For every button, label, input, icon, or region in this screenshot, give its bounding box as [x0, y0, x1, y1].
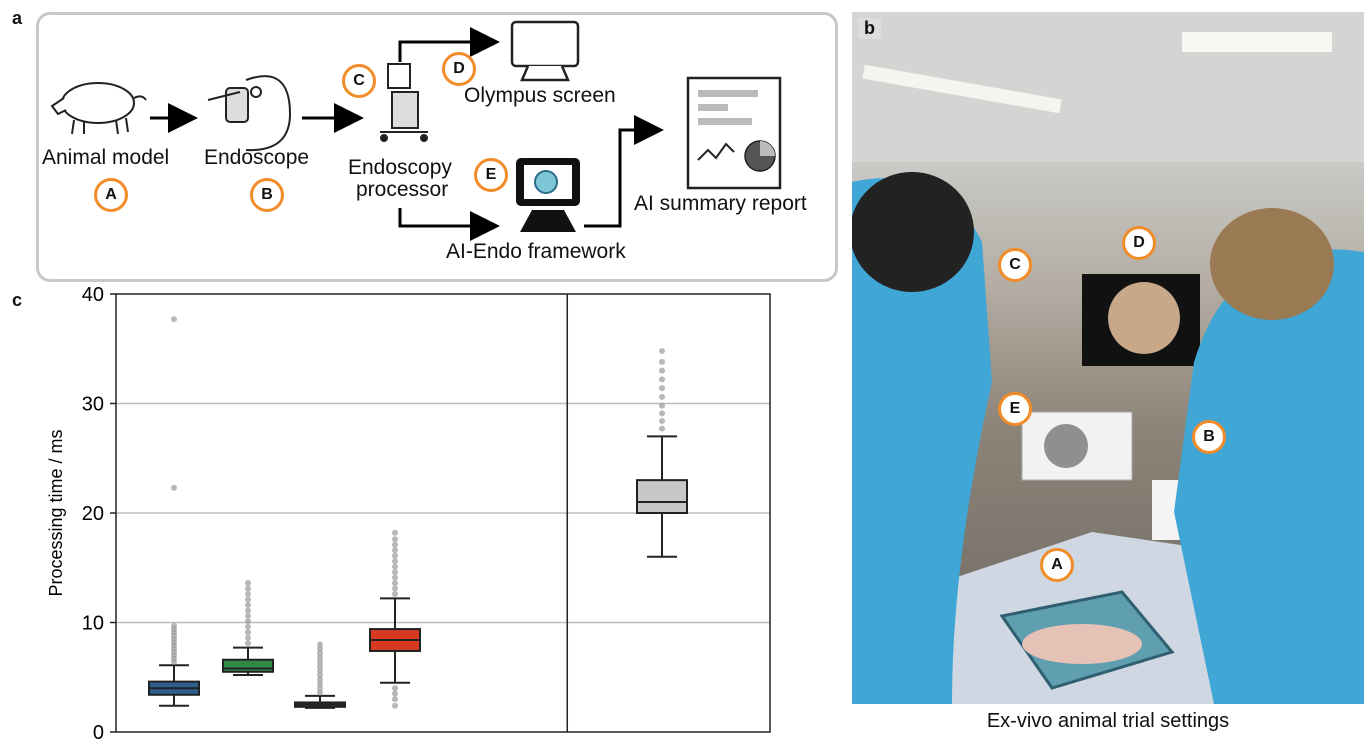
ex-vivo-photo: b A B C D E	[852, 12, 1364, 704]
outlier-point	[392, 690, 398, 697]
y-tick-label: 40	[82, 284, 104, 306]
outlier-point	[392, 558, 398, 565]
y-tick-label: 0	[93, 722, 104, 744]
outlier-point	[392, 591, 398, 598]
badge-e: E	[474, 158, 508, 192]
processor-label-line2: processor	[356, 178, 449, 201]
endoscope-icon	[207, 75, 292, 152]
photo-badge-a: A	[1040, 548, 1074, 582]
y-tick-label: 20	[82, 503, 104, 525]
outlier-point	[659, 402, 665, 409]
outlier-point	[392, 585, 398, 592]
outlier-point	[659, 393, 665, 400]
badge-b: B	[250, 178, 284, 212]
photo-badge-e: E	[998, 392, 1032, 426]
outlier-point	[245, 634, 251, 641]
outlier-point	[392, 696, 398, 703]
box	[636, 479, 688, 514]
olympus-screen-label: Olympus screen	[464, 84, 616, 107]
outlier-point	[245, 623, 251, 630]
outlier-point	[245, 607, 251, 614]
outlier-point	[659, 367, 665, 374]
monitor-icon	[510, 20, 580, 82]
outlier-point	[659, 418, 665, 425]
outlier-point	[317, 641, 323, 648]
outlier-point	[245, 580, 251, 587]
outlier-point	[659, 347, 665, 354]
processor-icon	[380, 63, 428, 142]
outlier-point	[317, 645, 323, 652]
ai-computer-icon	[516, 158, 580, 232]
arrow-processor-framework	[398, 208, 500, 241]
outlier-point	[317, 658, 323, 665]
panel-label-a: a	[12, 8, 23, 28]
outlier-point	[171, 484, 177, 491]
processor-label-line1: Endoscopy	[348, 156, 452, 179]
outlier-point	[245, 629, 251, 636]
report-icon	[686, 76, 782, 190]
outlier-point	[659, 425, 665, 432]
outlier-point	[245, 618, 251, 625]
photo-badge-d: D	[1122, 226, 1156, 260]
outlier-point	[317, 663, 323, 670]
outlier-point	[659, 410, 665, 417]
outlier-point	[245, 585, 251, 592]
endoscope-label: Endoscope	[204, 146, 310, 169]
outlier-point	[392, 547, 398, 554]
outlier-point	[171, 316, 177, 323]
outlier-point	[317, 672, 323, 679]
outlier-point	[317, 680, 323, 687]
panel-label-c: c	[12, 290, 23, 310]
photo-scene	[852, 12, 1364, 704]
outlier-point	[317, 654, 323, 661]
arrow-framework-report	[584, 115, 664, 228]
panel-label-b: b	[858, 18, 881, 39]
outlier-point	[392, 574, 398, 581]
outlier-point	[245, 591, 251, 598]
outlier-point	[317, 685, 323, 692]
outlier-point	[392, 580, 398, 587]
badge-d: D	[442, 52, 476, 86]
outlier-point	[392, 569, 398, 576]
outlier-point	[317, 650, 323, 657]
outlier-point	[392, 529, 398, 536]
outlier-point	[392, 552, 398, 559]
outlier-point	[245, 596, 251, 603]
outlier-point	[659, 358, 665, 365]
outlier-point	[392, 563, 398, 570]
ai-endo-framework-label: AI-Endo framework	[446, 240, 626, 263]
outlier-point	[659, 376, 665, 383]
y-tick-label: 10	[82, 613, 104, 635]
badge-c: C	[342, 64, 376, 98]
outlier-point	[392, 541, 398, 548]
outlier-point	[659, 385, 665, 392]
outlier-point	[317, 667, 323, 674]
ai-summary-report-label: AI summary report	[634, 192, 807, 215]
outlier-point	[245, 640, 251, 647]
animal-model-label: Animal model	[42, 146, 170, 169]
outlier-point	[392, 536, 398, 543]
box	[222, 658, 274, 673]
arrow-processor-screen	[398, 27, 500, 62]
outlier-point	[171, 622, 177, 629]
photo-caption: Ex-vivo animal trial settings	[986, 710, 1230, 732]
pig-icon	[50, 82, 147, 135]
outlier-point	[392, 685, 398, 692]
outlier-point	[245, 601, 251, 608]
y-axis-label: Processing time / ms	[46, 429, 66, 596]
y-tick-label: 30	[82, 394, 104, 416]
photo-badge-c: C	[998, 248, 1032, 282]
workflow-graphics	[50, 20, 782, 241]
badge-a: A	[94, 178, 128, 212]
outlier-point	[317, 689, 323, 696]
outlier-point	[392, 702, 398, 709]
photo-badge-b: B	[1192, 420, 1226, 454]
outlier-point	[245, 612, 251, 619]
outlier-point	[317, 676, 323, 683]
